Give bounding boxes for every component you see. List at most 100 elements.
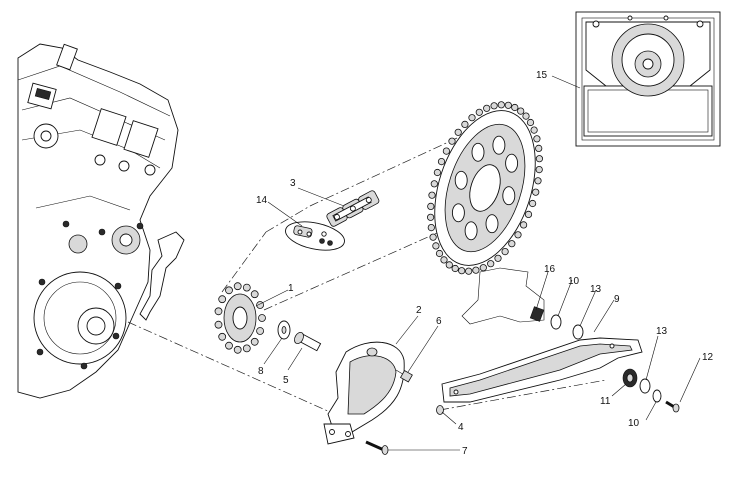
sprocket-hole bbox=[505, 153, 519, 173]
washer-13-upper bbox=[572, 324, 584, 340]
sprocket-tooth bbox=[487, 260, 495, 268]
sprocket-hole bbox=[492, 135, 506, 155]
sprocket-tooth bbox=[442, 147, 450, 155]
callout-1: 1 bbox=[288, 283, 294, 294]
sprocket-tooth bbox=[535, 166, 543, 174]
sprocket-cover bbox=[323, 341, 405, 445]
spacer-4 bbox=[436, 405, 444, 415]
sprocket-tooth bbox=[225, 341, 233, 350]
callout-16: 16 bbox=[544, 264, 556, 275]
callout-labels: 1 2 3 4 5 6 7 8 9 10 10 11 12 13 13 14 1… bbox=[256, 70, 714, 457]
sprocket-tooth bbox=[468, 114, 476, 122]
sprocket-tooth bbox=[472, 266, 480, 274]
callout-13-upper: 13 bbox=[590, 284, 602, 295]
sprocket-tooth bbox=[530, 126, 538, 134]
sprocket-tooth bbox=[250, 337, 259, 346]
callout-3: 3 bbox=[290, 178, 296, 189]
sprocket-hole bbox=[485, 214, 499, 234]
sprocket-tooth bbox=[430, 180, 438, 188]
master-link-kit bbox=[285, 221, 345, 251]
sprocket-tooth bbox=[465, 267, 473, 275]
sprocket-tooth bbox=[534, 177, 542, 185]
sprocket-tooth bbox=[435, 249, 444, 258]
sprocket-tooth bbox=[458, 267, 466, 275]
washer-13-right bbox=[639, 378, 651, 394]
sprocket-tooth bbox=[454, 128, 462, 136]
sprocket-tooth bbox=[483, 104, 491, 112]
nut-16 bbox=[529, 306, 545, 322]
sprocket-tooth bbox=[250, 290, 259, 299]
sprocket-tooth bbox=[428, 191, 436, 199]
chain-slider bbox=[441, 337, 643, 403]
sprocket-hole bbox=[464, 221, 478, 241]
sprocket-tooth bbox=[426, 213, 435, 221]
sprocket-tooth bbox=[461, 120, 469, 129]
sprocket-tooth bbox=[427, 202, 435, 210]
sprocket-tooth bbox=[517, 107, 525, 115]
callout-10-lower: 10 bbox=[628, 418, 640, 429]
sprocket-tooth bbox=[433, 168, 441, 177]
callout-5: 5 bbox=[283, 375, 289, 386]
engine-block bbox=[17, 43, 179, 399]
callout-8: 8 bbox=[258, 366, 264, 377]
rear-sprocket bbox=[426, 101, 544, 275]
sprocket-tooth bbox=[526, 118, 535, 127]
front-sprocket bbox=[214, 282, 266, 354]
sprocket-tooth bbox=[427, 224, 435, 232]
callout-4: 4 bbox=[458, 422, 464, 433]
washer-10-right bbox=[652, 389, 662, 403]
callout-10-upper: 10 bbox=[568, 276, 580, 287]
sprocket-tooth bbox=[490, 102, 498, 110]
sprocket-tooth bbox=[514, 231, 522, 239]
sprocket-tooth bbox=[535, 155, 544, 163]
sprocket-tooth bbox=[448, 137, 456, 145]
bolt-12 bbox=[665, 400, 680, 413]
bolt-5 bbox=[294, 331, 322, 352]
inset-detail bbox=[575, 11, 721, 147]
sprocket-tooth bbox=[519, 221, 528, 229]
cover-gasket bbox=[139, 231, 185, 321]
sprocket-tooth bbox=[504, 101, 512, 109]
chain-link-kit bbox=[326, 190, 380, 227]
sprocket-tooth bbox=[214, 307, 223, 316]
sprocket-tooth bbox=[445, 261, 453, 269]
swingarm-outline bbox=[461, 267, 545, 325]
callout-13-lower: 13 bbox=[656, 326, 668, 337]
leader-lines bbox=[255, 75, 701, 451]
callout-14: 14 bbox=[256, 195, 268, 206]
sprocket-tooth bbox=[258, 314, 266, 322]
sprocket-tooth bbox=[256, 327, 265, 335]
screw-7 bbox=[365, 440, 389, 455]
sprocket-tooth bbox=[479, 264, 487, 272]
sprocket-tooth bbox=[528, 199, 537, 208]
sprocket-hole bbox=[454, 170, 468, 190]
sprocket-tooth bbox=[218, 295, 227, 304]
callout-9: 9 bbox=[614, 294, 620, 305]
sprocket-tooth bbox=[233, 345, 242, 354]
sprocket-tooth bbox=[440, 256, 448, 264]
washer-10-upper bbox=[550, 314, 562, 330]
sprocket-tooth bbox=[242, 344, 251, 353]
sprocket-tooth bbox=[437, 158, 446, 166]
sprocket-tooth bbox=[214, 320, 223, 329]
callout-7: 7 bbox=[462, 446, 468, 457]
sprocket-tooth bbox=[511, 103, 519, 112]
sprocket-tooth bbox=[522, 112, 530, 120]
callout-6: 6 bbox=[436, 316, 442, 327]
sprocket-tooth bbox=[532, 188, 540, 196]
sprocket-tooth bbox=[494, 254, 502, 262]
sprocket-tooth bbox=[501, 248, 509, 256]
sprocket-tooth bbox=[535, 144, 543, 152]
sprocket-tooth bbox=[508, 240, 516, 248]
callout-12: 12 bbox=[702, 352, 714, 363]
sprocket-tooth bbox=[432, 242, 440, 250]
callout-11: 11 bbox=[600, 396, 611, 407]
sprocket-tooth bbox=[475, 108, 483, 116]
sprocket-tooth bbox=[233, 282, 242, 291]
callout-2: 2 bbox=[416, 305, 422, 316]
sprocket-tooth bbox=[497, 101, 505, 109]
sprocket-tooth bbox=[429, 233, 437, 241]
bushing-11 bbox=[622, 368, 638, 388]
sprocket-tooth bbox=[218, 332, 227, 341]
